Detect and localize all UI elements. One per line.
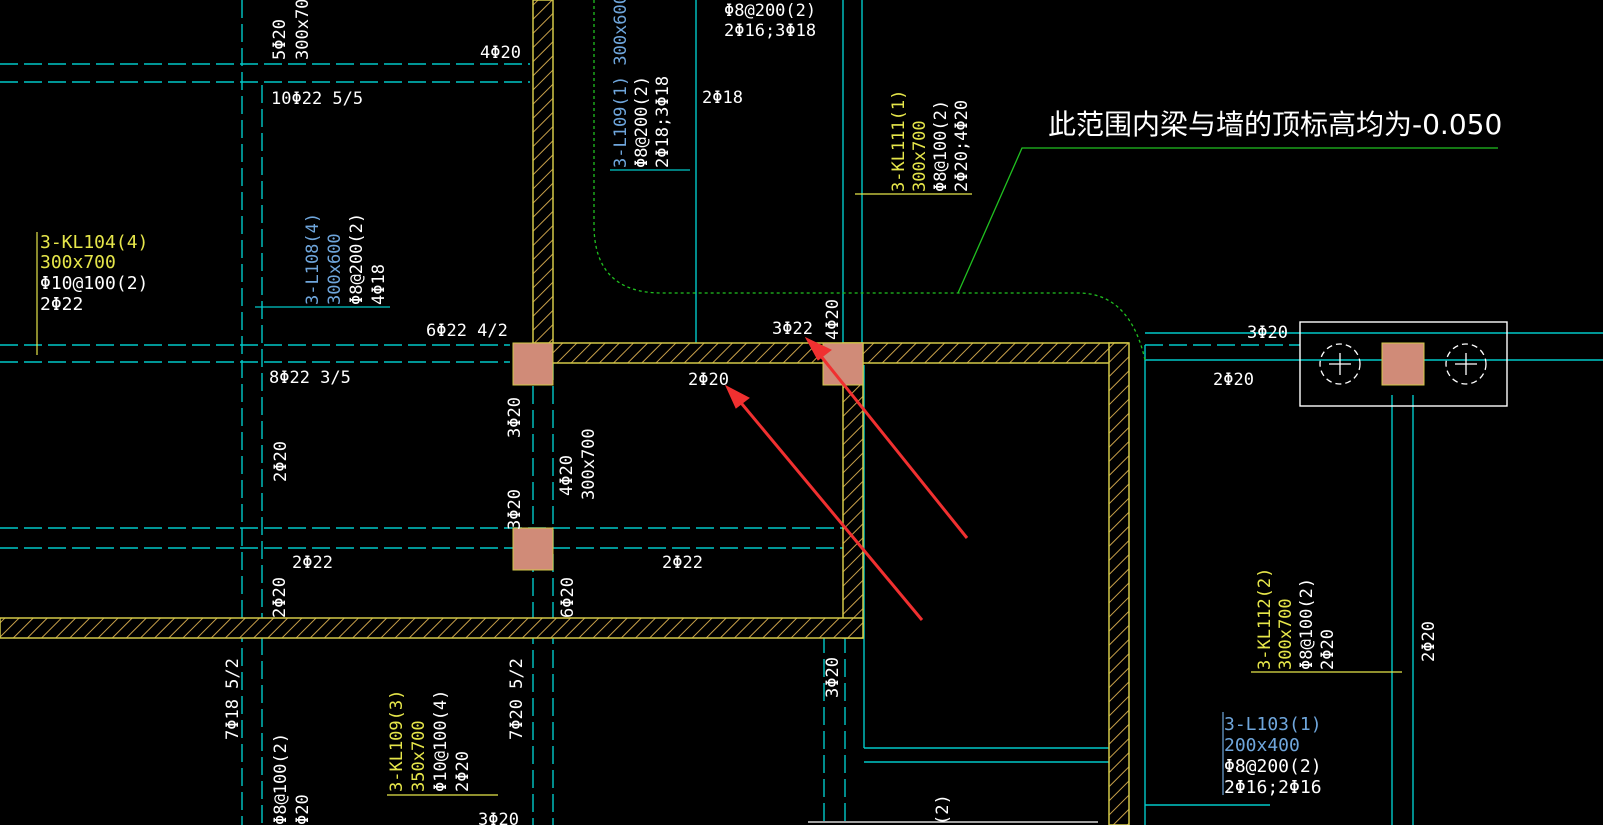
label-3d20-b: 3Φ20	[505, 489, 525, 530]
kl104-rebar: 2Φ22	[40, 294, 83, 315]
l108-rebar: 4Φ18	[369, 264, 389, 305]
wall-horizontal-bottom	[0, 617, 864, 639]
kl104-name: 3-KL104(4)	[40, 232, 148, 253]
elevation-note: 此范围内梁与墙的顶标高均为-0.050	[1048, 108, 1502, 141]
arrow-1-shaft	[818, 354, 969, 539]
walls	[0, 0, 1130, 825]
label-7d20: 7Φ20 5/2	[507, 658, 527, 740]
columns	[512, 342, 1425, 571]
label-2d20-right: 2Φ20	[1213, 370, 1254, 390]
text-labels: 5Φ20 300x700 4Φ20 10Φ22 5/5 6Φ22 4/2 8Φ2…	[223, 0, 1439, 825]
equipment-frame	[1299, 321, 1508, 407]
label-3d20-v3: 3Φ20	[823, 657, 843, 698]
column-4	[1381, 342, 1425, 386]
beam-l103-annotation: 3-L103(1) 200x400 Φ8@200(2) 2Φ16;2Φ16	[1224, 714, 1322, 798]
beam-kl109-3-annotation: 3-KL109(3) 350x700 Φ10@100(4) 2Φ20	[387, 690, 473, 792]
l109-1-stirrup: Φ8@200(2)	[632, 76, 652, 168]
kl112-name: 3-KL112(2)	[1255, 568, 1275, 670]
beam-l109-1-annotation: 3-L109(1) 300x600 Φ8@200(2) 2Φ18;3Φ18	[611, 0, 673, 168]
kl111-size: 300x700	[910, 120, 930, 192]
label-3d20-a: 3Φ20	[505, 397, 525, 438]
label-4d20-top: 4Φ20	[480, 43, 521, 63]
l103-size: 200x400	[1224, 735, 1300, 756]
label-bottom-c: 3Φ20	[478, 810, 519, 825]
label-2d22-a: 2Φ22	[292, 553, 333, 573]
beam-kl111-annotation: 3-KL111(1) 300x700 Φ8@100(2) 2Φ20;4Φ20	[889, 90, 972, 192]
kl112-stirrup: Φ8@100(2)	[1297, 578, 1317, 670]
l103-rebar: 2Φ16;2Φ16	[1224, 777, 1322, 798]
l109-1-rebar: 2Φ18;3Φ18	[653, 76, 673, 168]
red-arrows	[724, 336, 969, 621]
l108-size: 300x600	[325, 233, 345, 305]
l108-stirrup: Φ8@200(2)	[347, 213, 367, 305]
beam-l108-annotation: 3-L108(4) 300x600 Φ8@200(2) 4Φ18	[303, 213, 389, 305]
l109-1-name: 3-L109(1) 300x600	[611, 0, 631, 168]
kl104-size: 300x700	[40, 252, 116, 273]
arrow-1-head	[804, 336, 832, 361]
label-2d20-v: 2Φ20	[271, 441, 291, 482]
arrow-2-shaft	[735, 397, 924, 621]
kl111-name: 3-KL111(1)	[889, 90, 909, 192]
equipment-symbol	[1299, 321, 1508, 407]
kl111-rebar: 2Φ20;4Φ20	[952, 100, 972, 192]
label-2d18: 2Φ18	[702, 88, 743, 108]
crosshair-right-icon	[1445, 343, 1487, 385]
beam-kl112-annotation: 3-KL112(2) 300x700 Φ8@100(2) 2Φ20	[1255, 568, 1338, 670]
label-2d20-mid: 2Φ20	[688, 370, 729, 390]
kl109-3-stirrup: Φ10@100(4)	[431, 690, 451, 792]
label-300x700-top: 300x700	[293, 0, 313, 60]
label-2d20-far: 2Φ20	[1419, 621, 1439, 662]
kl104-stirrup: Φ10@100(2)	[40, 273, 148, 294]
dashed-beam-lines	[0, 0, 1300, 825]
label-2d22-b: 2Φ22	[662, 553, 703, 573]
green-boundary	[593, 0, 1498, 361]
column-3	[512, 527, 554, 571]
label-top-b: 2Φ16;3Φ18	[724, 21, 816, 41]
note-leader-line	[957, 147, 1498, 294]
kl112-rebar: 2Φ20	[1318, 629, 1338, 670]
label-3d22: 3Φ22	[772, 319, 813, 339]
label-8d22: 8Φ22 3/5	[269, 368, 351, 388]
kl109-3-rebar: 2Φ20	[453, 751, 473, 792]
leader-lines	[36, 169, 1402, 823]
l108-name: 3-L108(4)	[303, 213, 323, 305]
label-5d20: 5Φ20	[270, 19, 290, 60]
label-bottom-b: Φ20	[293, 794, 313, 825]
label-7d18: 7Φ18 5/2	[223, 658, 243, 740]
kl112-size: 300x700	[1276, 598, 1296, 670]
column-1	[512, 342, 554, 386]
label-4d20-v: 4Φ20	[557, 455, 577, 496]
crosshair-left-icon	[1319, 343, 1361, 385]
label-10d22: 10Φ22 5/5	[271, 89, 363, 109]
label-4d20-col: 4Φ20	[823, 299, 843, 340]
wall-vertical-top	[532, 0, 554, 346]
label-top-a: Φ8@200(2)	[724, 1, 816, 21]
kl109-3-name: 3-KL109(3)	[387, 690, 407, 792]
kl109-3-size: 350x700	[409, 720, 429, 792]
l103-stirrup: Φ8@200(2)	[1224, 756, 1322, 777]
beam-kl104-annotation: 3-KL104(4) 300x700 Φ10@100(2) 2Φ22	[40, 232, 148, 315]
wall-vertical-right	[1108, 342, 1130, 825]
arrow-2-head	[724, 384, 750, 409]
boundary-curve	[593, 0, 1146, 361]
l103-name: 3-L103(1)	[1224, 714, 1322, 735]
label-300x700-v: 300x700	[579, 428, 599, 500]
kl111-stirrup: Φ8@100(2)	[931, 100, 951, 192]
label-2d20-v2: 2Φ20	[270, 577, 290, 618]
label-6d20: 6Φ20	[558, 577, 578, 618]
label-6d22: 6Φ22 4/2	[426, 321, 508, 341]
label-bottom-d: (2)	[933, 794, 953, 825]
label-bottom-a: Φ8@100(2)	[271, 733, 291, 825]
label-3d20-right: 3Φ20	[1247, 323, 1288, 343]
